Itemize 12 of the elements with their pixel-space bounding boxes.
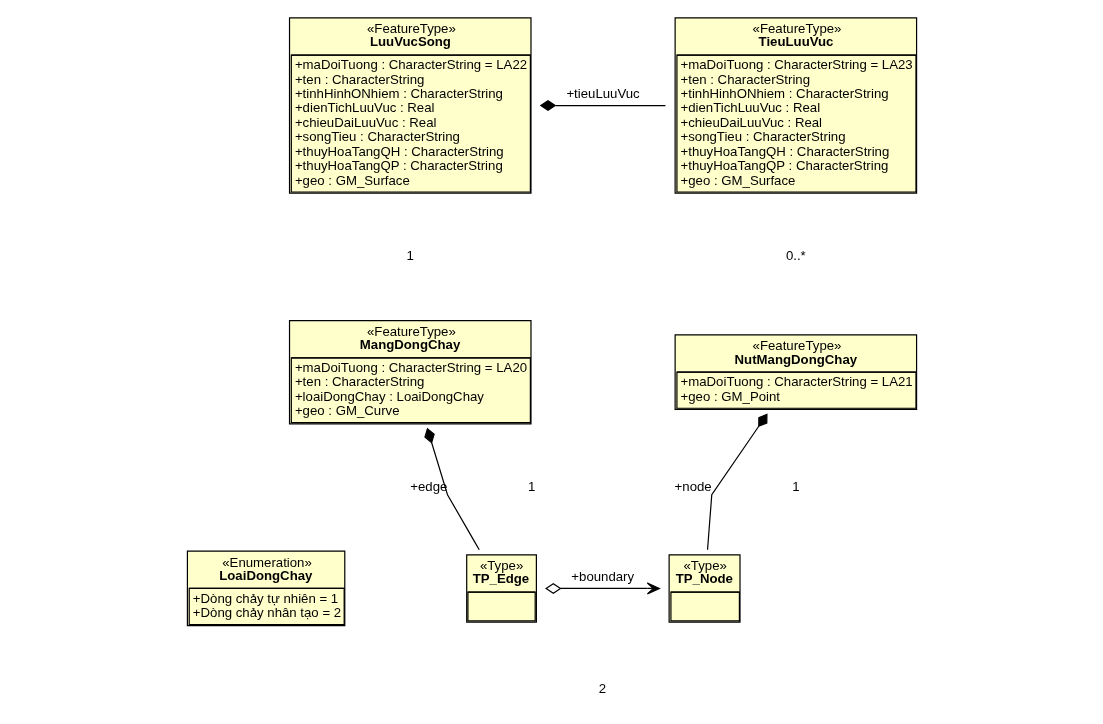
connector — [539, 100, 666, 112]
label: 1 — [527, 478, 535, 494]
arrow — [544, 582, 660, 595]
edge-label: +node — [674, 478, 712, 494]
connector — [706, 413, 768, 551]
label: 1 — [791, 478, 800, 494]
edge-label: +boundary — [570, 568, 634, 584]
label: 2 — [598, 680, 606, 696]
label: 0..* — [785, 248, 806, 264]
label: 1 — [406, 248, 414, 264]
connector — [423, 427, 480, 551]
edge-label: +tieuLuuVuc — [565, 86, 640, 102]
